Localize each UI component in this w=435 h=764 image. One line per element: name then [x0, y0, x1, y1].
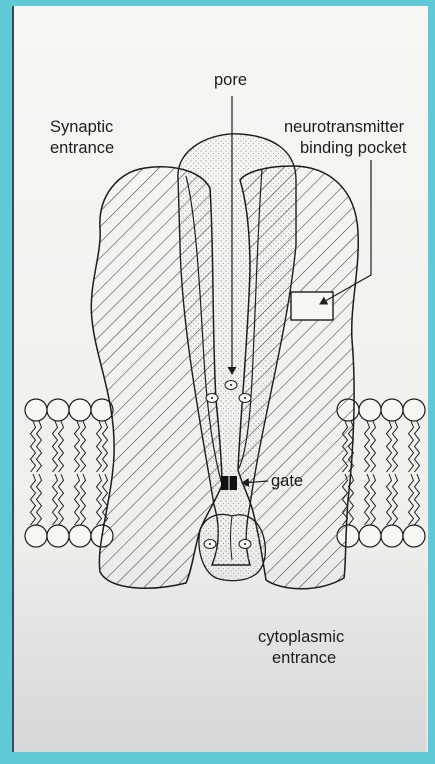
lipid-head	[25, 399, 47, 421]
lipid-tail	[371, 474, 376, 525]
lipid-tail	[81, 421, 86, 472]
label-cyto-line2: entrance	[272, 648, 336, 669]
lipid-tail	[75, 421, 80, 472]
lipid-tail	[415, 421, 420, 472]
lipid-head	[359, 399, 381, 421]
binding-pocket-box	[291, 292, 333, 320]
lipid-tail	[59, 474, 64, 525]
lipid-tail	[365, 474, 370, 525]
lipid-head	[47, 399, 69, 421]
lipid-head	[381, 399, 403, 421]
lipid-tail	[59, 421, 64, 472]
lipid-head	[403, 399, 425, 421]
lipid-head	[381, 525, 403, 547]
lipid-tail	[53, 474, 58, 525]
lipid-tail	[393, 421, 398, 472]
label-nt-line2: binding pocket	[300, 138, 406, 159]
lipid-tail	[97, 421, 102, 472]
lipid-head	[25, 525, 47, 547]
lipid-tail	[103, 421, 108, 472]
lipid-tail	[75, 474, 80, 525]
lipid-tail	[81, 474, 86, 525]
lipid-tail	[37, 421, 42, 472]
label-nt-line1: neurotransmitter	[284, 117, 404, 138]
lipid-tail	[387, 421, 392, 472]
lipid-head	[47, 525, 69, 547]
lipid-tail	[415, 474, 420, 525]
lipid-bilayer-left	[25, 399, 113, 547]
lipid-tail	[31, 421, 36, 472]
label-synaptic-line2: entrance	[50, 138, 114, 159]
lipid-tail	[365, 421, 370, 472]
lipid-head	[69, 399, 91, 421]
lipid-tail	[97, 474, 102, 525]
lipid-tail	[393, 474, 398, 525]
label-pore: pore	[214, 70, 247, 91]
lipid-tail	[371, 421, 376, 472]
label-synaptic-line1: Synaptic	[50, 117, 113, 138]
lipid-head	[69, 525, 91, 547]
lipid-tail	[387, 474, 392, 525]
label-cyto-line1: cytoplasmic	[258, 627, 344, 648]
label-gate: gate	[271, 471, 303, 492]
lipid-tail	[409, 421, 414, 472]
lipid-head	[359, 525, 381, 547]
lipid-tail	[31, 474, 36, 525]
lipid-tail	[409, 474, 414, 525]
lipid-tail	[53, 421, 58, 472]
lipid-tail	[37, 474, 42, 525]
lipid-head	[403, 525, 425, 547]
